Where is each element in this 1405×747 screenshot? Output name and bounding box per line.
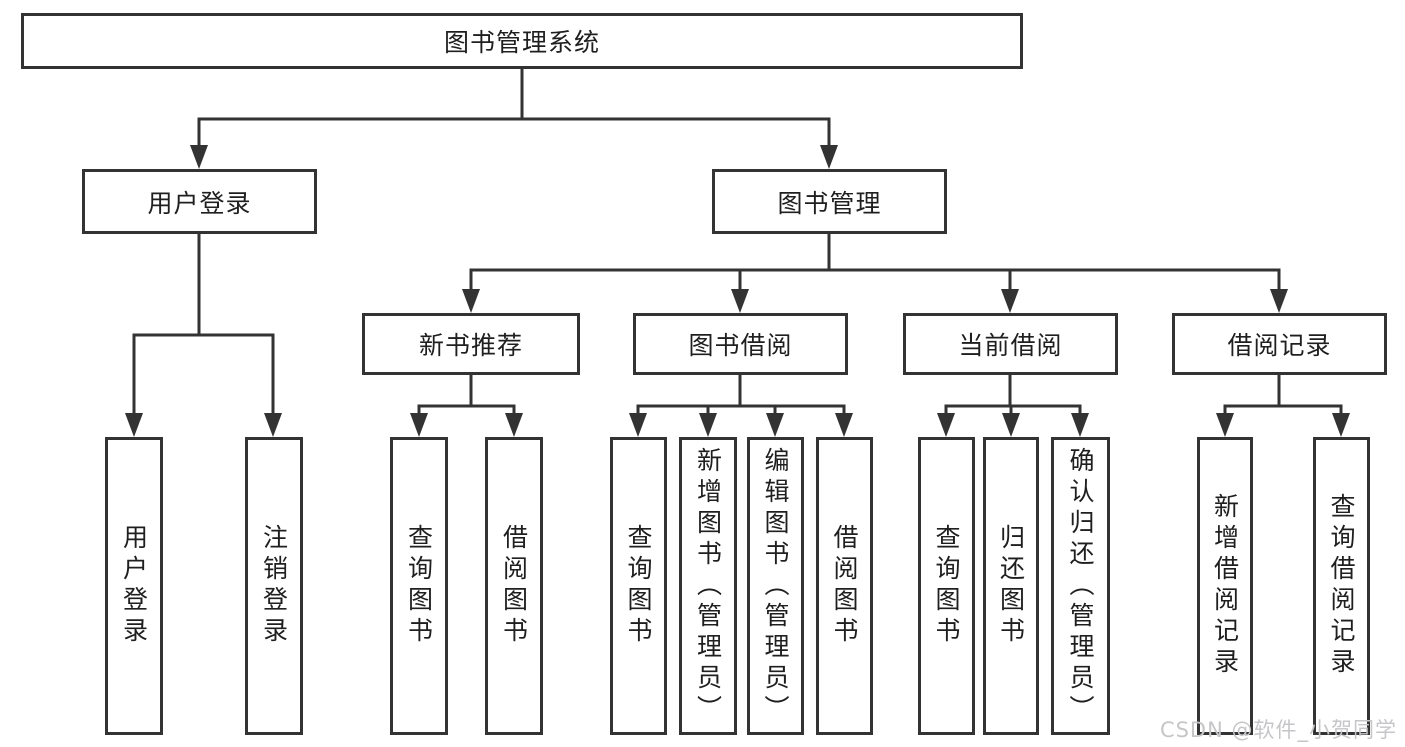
leaf-confirm-return-admin: 确认归还（管理员） bbox=[1051, 437, 1110, 735]
node-new-book-recommendation: 新书推荐 bbox=[362, 313, 580, 375]
leaf-add-book-admin: 新增图书（管理员） bbox=[679, 437, 737, 735]
leaf-add-borrow-record: 新增借阅记录 bbox=[1197, 437, 1253, 735]
node-book-borrowing: 图书借阅 bbox=[633, 313, 848, 375]
connector-arrowheads bbox=[125, 145, 1350, 437]
leaf-user-login: 用户登录 bbox=[105, 437, 163, 735]
csdn-watermark: CSDN @软件_小贺同学 bbox=[1159, 718, 1397, 742]
node-book-management-branch: 图书管理 bbox=[712, 169, 947, 234]
leaf-query-books-borrowing: 查询图书 bbox=[610, 437, 667, 735]
connector-lines bbox=[132, 68, 1343, 419]
leaf-query-books-recommend: 查询图书 bbox=[390, 437, 448, 735]
leaf-query-borrow-record: 查询借阅记录 bbox=[1313, 437, 1370, 735]
node-current-borrowing: 当前借阅 bbox=[903, 313, 1118, 375]
node-user-login-branch: 用户登录 bbox=[82, 169, 317, 234]
leaf-logout: 注销登录 bbox=[245, 437, 303, 735]
node-borrowing-records: 借阅记录 bbox=[1172, 313, 1387, 375]
leaf-query-books-current: 查询图书 bbox=[918, 437, 975, 735]
leaf-borrow-books: 借阅图书 bbox=[816, 437, 873, 735]
leaf-edit-book-admin: 编辑图书（管理员） bbox=[747, 437, 804, 735]
leaf-return-books: 归还图书 bbox=[983, 437, 1039, 735]
node-library-management-system: 图书管理系统 bbox=[21, 13, 1023, 69]
leaf-borrow-books-recommend: 借阅图书 bbox=[485, 437, 543, 735]
